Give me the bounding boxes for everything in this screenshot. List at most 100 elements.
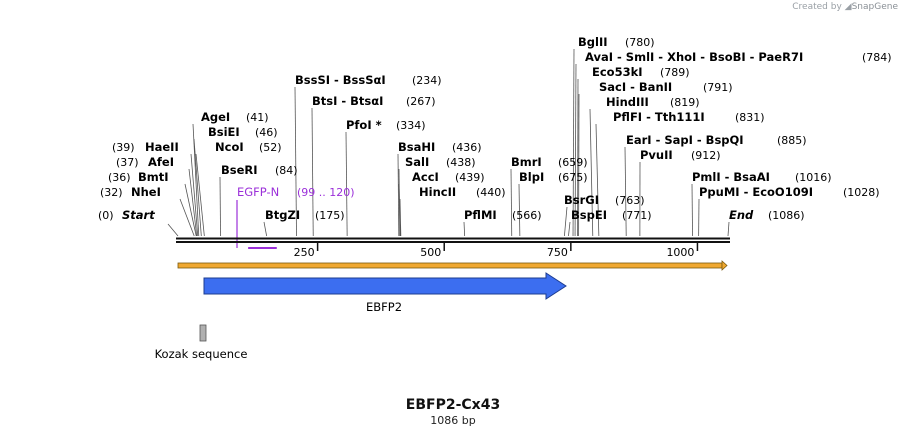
site-position-bseri: (84)	[275, 164, 298, 177]
site-label-sali[interactable]: SalI	[405, 155, 429, 169]
site-label-avai-smli-xhoi-bsobi-paer7i[interactable]: AvaI - SmlI - XhoI - BsoBI - PaeR7I	[585, 50, 803, 64]
site-label-eco53ki[interactable]: Eco53kI	[592, 65, 643, 79]
site-line-pfoi	[345, 131, 348, 237]
site-position-btsi-bts-i: (267)	[406, 95, 436, 108]
site-line-acci	[398, 183, 401, 237]
site-line-btgzi	[263, 221, 268, 237]
site-position-hincii: (440)	[476, 186, 506, 199]
feature-label-kozak-sequence: Kozak sequence	[155, 347, 248, 361]
site-position-ppumi-ecoo109i: (1028)	[843, 186, 880, 199]
primer-range: (99 .. 120)	[297, 186, 355, 199]
site-label-pflfi-tth111i[interactable]: PflFI - Tth111I	[613, 110, 705, 124]
site-label-agei[interactable]: AgeI	[201, 110, 230, 124]
ruler-label-1000: 1000	[666, 246, 694, 259]
site-position-bsahi: (436)	[452, 141, 482, 154]
site-position-afei: (37)	[116, 156, 139, 169]
site-label-bglii[interactable]: BglII	[578, 35, 608, 49]
site-label-end[interactable]: End	[729, 208, 754, 222]
site-line-bspei	[568, 221, 571, 237]
primer-label[interactable]: EGFP-N	[237, 185, 279, 199]
snapgene-logo-icon: ◢	[844, 2, 852, 12]
site-position-bglii: (780)	[625, 36, 655, 49]
site-position-pmli-bsaai: (1016)	[795, 171, 832, 184]
site-position-nhei: (32)	[100, 186, 123, 199]
site-label-pfoi[interactable]: PfoI *	[346, 118, 382, 132]
site-position-hindiii: (819)	[670, 96, 700, 109]
site-line-bsrgi	[564, 206, 568, 237]
site-label-bsahi[interactable]: BsaHI	[398, 140, 435, 154]
site-line-hindiii	[589, 108, 594, 237]
site-label-bsssi-bsss-i[interactable]: BssSI - BssSαI	[295, 73, 386, 87]
site-label-hincii[interactable]: HincII	[419, 185, 456, 199]
site-line-bmri	[510, 168, 513, 237]
feature-arrow-ebfp2[interactable]	[203, 272, 567, 300]
orf-bar[interactable]	[177, 262, 723, 269]
site-line-haeii	[190, 153, 199, 237]
site-position-ncoi: (52)	[259, 141, 282, 154]
site-label-bmri[interactable]: BmrI	[511, 155, 542, 169]
site-line-afei	[188, 168, 198, 237]
site-label-ncoi[interactable]: NcoI	[215, 140, 244, 154]
site-label-pflmi[interactable]: PflMI	[464, 208, 497, 222]
site-line-bseri	[219, 176, 221, 237]
site-label-acci[interactable]: AccI	[412, 170, 439, 184]
ruler-label-750: 750	[547, 246, 568, 259]
site-position-eco53ki: (789)	[660, 66, 690, 79]
site-position-agei: (41)	[246, 111, 269, 124]
site-position-start: (0)	[98, 209, 114, 222]
ruler-label-250: 250	[294, 246, 315, 259]
site-label-saci-banii[interactable]: SacI - BanII	[599, 80, 672, 94]
site-position-acci: (439)	[455, 171, 485, 184]
site-label-ppumi-ecoo109i[interactable]: PpuMI - EcoO109I	[699, 185, 813, 199]
site-label-btgzi[interactable]: BtgZI	[265, 208, 300, 222]
site-label-eari-sapi-bspqi[interactable]: EarI - SapI - BspQI	[626, 133, 744, 147]
site-label-pmli-bsaai[interactable]: PmlI - BsaAI	[692, 170, 770, 184]
site-position-pvuii: (912)	[691, 149, 721, 162]
site-label-nhei[interactable]: NheI	[131, 185, 161, 199]
site-position-bsiei: (46)	[255, 126, 278, 139]
site-line-bglii	[572, 48, 575, 237]
site-label-haeii[interactable]: HaeII	[145, 140, 179, 154]
site-line-blpi	[518, 183, 521, 237]
site-position-avai-smli-xhoi-bsobi-paer7i: (784)	[862, 51, 892, 64]
site-label-bsiei[interactable]: BsiEI	[208, 125, 240, 139]
site-label-pvuii[interactable]: PvuII	[640, 148, 673, 162]
ruler-label-500: 500	[420, 246, 441, 259]
site-line-pmli-bsaai	[691, 183, 693, 237]
site-line-pflfi-tth111i	[595, 123, 600, 237]
site-label-blpi[interactable]: BlpI	[519, 170, 544, 184]
site-label-bmti[interactable]: BmtI	[138, 170, 169, 184]
site-label-bseri[interactable]: BseRI	[221, 163, 258, 177]
site-line-bsahi	[397, 153, 400, 237]
site-label-bsrgi[interactable]: BsrGI	[564, 193, 599, 207]
site-position-eari-sapi-bspqi: (885)	[777, 134, 807, 147]
site-position-btgzi: (175)	[315, 209, 345, 222]
site-position-pflmi: (566)	[512, 209, 542, 222]
site-position-blpi: (675)	[558, 171, 588, 184]
site-line-ncoi	[195, 153, 205, 237]
site-label-bspei[interactable]: BspEI	[571, 208, 607, 222]
construct-title: EBFP2-Cx43	[405, 397, 501, 413]
construct-size: 1086 bp	[430, 414, 476, 427]
feature-box-kozak-sequence[interactable]	[199, 324, 207, 342]
site-line-pflmi	[463, 221, 466, 237]
site-label-afei[interactable]: AfeI	[148, 155, 174, 169]
site-line-hincii	[399, 198, 402, 237]
snapgene-credit: Created by ◢SnapGene	[792, 2, 898, 12]
site-position-bspei: (771)	[622, 209, 652, 222]
site-label-hindiii[interactable]: HindIII	[606, 95, 649, 109]
site-label-start[interactable]: Start	[122, 208, 155, 222]
feature-label-ebfp2: EBFP2	[366, 300, 402, 314]
site-line-bmti	[184, 183, 197, 237]
site-line-eari-sapi-bspqi	[624, 146, 627, 237]
site-position-saci-banii: (791)	[703, 81, 733, 94]
site-label-btsi-bts-i[interactable]: BtsI - BtsαI	[312, 94, 383, 108]
site-line-start	[167, 223, 179, 237]
site-position-bmti: (36)	[108, 171, 131, 184]
site-position-pflfi-tth111i: (831)	[735, 111, 765, 124]
site-line-nhei	[179, 198, 195, 237]
site-position-end: (1086)	[768, 209, 805, 222]
orf-arrowhead	[721, 260, 728, 271]
site-position-bmri: (659)	[558, 156, 588, 169]
